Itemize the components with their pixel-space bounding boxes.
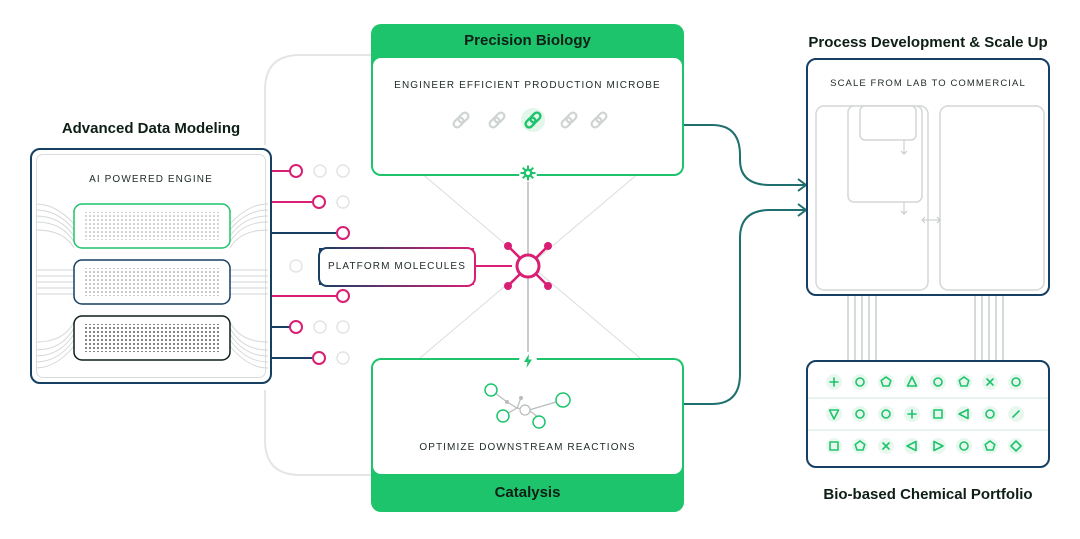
portfolio-panel — [806, 360, 1050, 468]
scale-up-graphic — [815, 105, 1045, 291]
reaction-network-icon — [484, 383, 571, 429]
portfolio-pentagon-icon — [982, 438, 998, 454]
portfolio-square-icon — [930, 406, 946, 422]
portfolio-triangle-down-icon — [826, 406, 842, 422]
ai-engine-graphic — [36, 203, 268, 369]
precision-biology-heading: Precision Biology — [464, 32, 591, 49]
ai-engine-label: AI POWERED ENGINE — [89, 174, 213, 185]
advanced-data-modeling-heading: Advanced Data Modeling — [61, 120, 241, 137]
portfolio-x-icon — [878, 438, 894, 454]
portfolio-circle-icon — [852, 406, 868, 422]
portfolio-triangle-right-icon — [930, 438, 946, 454]
catalysis-panel: OPTIMIZE DOWNSTREAM REACTIONS Catalysis — [371, 352, 684, 512]
process-development-panel: SCALE FROM LAB TO COMMERCIAL — [806, 58, 1050, 296]
process-development-heading: Process Development & Scale Up — [808, 34, 1048, 51]
precision-biology-panel: Precision Biology ENGINEER EFFICIENT PRO… — [371, 24, 684, 182]
portfolio-slash-icon — [1008, 406, 1024, 422]
molecule-hub-icon — [504, 242, 552, 290]
portfolio-triangle-left-icon — [904, 438, 920, 454]
portfolio-plus-icon — [826, 374, 842, 390]
engineer-microbe-label: ENGINEER EFFICIENT PRODUCTION MICROBE — [394, 80, 661, 91]
portfolio-triangle-up-icon — [904, 374, 920, 390]
portfolio-circle-icon — [956, 438, 972, 454]
portfolio-plus-icon — [904, 406, 920, 422]
portfolio-circle-icon — [930, 374, 946, 390]
portfolio-circle-icon — [1008, 374, 1024, 390]
portfolio-pentagon-icon — [956, 374, 972, 390]
portfolio-circle-icon — [982, 406, 998, 422]
platform-molecules-label: PLATFORM MOLECULES — [328, 261, 466, 272]
portfolio-grid — [808, 374, 1048, 454]
catalysis-heading: Catalysis — [494, 484, 561, 501]
portfolio-x-icon — [982, 374, 998, 390]
data-modeling-inner — [36, 154, 266, 378]
link-icons — [452, 108, 608, 132]
lightning-icon — [519, 352, 537, 370]
gear-icon — [519, 164, 537, 182]
portfolio-diamond-icon — [1008, 438, 1024, 454]
bio-based-portfolio-heading: Bio-based Chemical Portfolio — [823, 486, 1033, 503]
catalysis-inner: OPTIMIZE DOWNSTREAM REACTIONS — [373, 360, 682, 474]
precision-biology-inner: ENGINEER EFFICIENT PRODUCTION MICROBE — [373, 58, 682, 174]
platform-molecules-border — [318, 247, 476, 287]
portfolio-pentagon-icon — [852, 438, 868, 454]
optimize-reactions-label: OPTIMIZE DOWNSTREAM REACTIONS — [419, 442, 636, 453]
portfolio-square-icon — [826, 438, 842, 454]
portfolio-circle-icon — [852, 374, 868, 390]
portfolio-circle-icon — [878, 406, 894, 422]
portfolio-triangle-left-icon — [956, 406, 972, 422]
data-modeling-panel: AI POWERED ENGINE — [30, 148, 272, 384]
portfolio-pentagon-icon — [878, 374, 894, 390]
scale-lab-label: SCALE FROM LAB TO COMMERCIAL — [830, 78, 1026, 89]
